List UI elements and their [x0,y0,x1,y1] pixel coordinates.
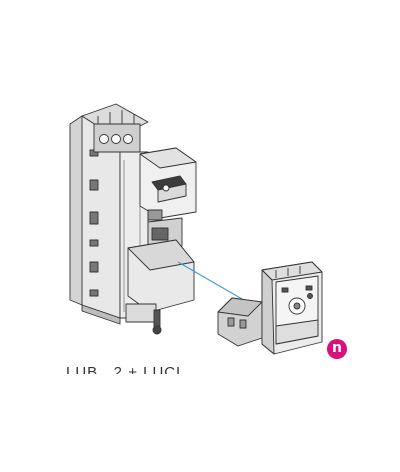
status-indicator [305,285,313,291]
terminal-screw [111,134,121,144]
setting-dial-center [293,302,301,310]
terminal-screw [123,134,133,144]
indicator-window [147,209,163,221]
ground-screw [153,309,161,329]
callout-badge: n [327,339,347,359]
side-slot [89,261,99,273]
control-unit-side [261,269,275,355]
test-button [307,293,313,299]
plug-notch [239,319,247,329]
base-unit [69,103,197,335]
lower-housing-top [127,239,195,271]
bottom-terminal [125,303,157,323]
ground-screw-head [152,325,162,335]
connector-pins [151,227,169,241]
side-slot [89,211,99,225]
handle-pivot [162,184,170,192]
figure-caption: LUB...2 + LUCL [66,364,186,374]
control-unit [217,261,323,355]
side-slot [89,289,99,297]
status-indicator [281,287,289,293]
terminal-screw [99,134,109,144]
plug-notch [227,317,235,327]
base-foot [81,304,121,325]
control-housing-top [139,147,197,169]
side-slot [89,179,99,191]
side-slot [89,239,99,247]
control-unit-lower-strip [275,319,319,345]
